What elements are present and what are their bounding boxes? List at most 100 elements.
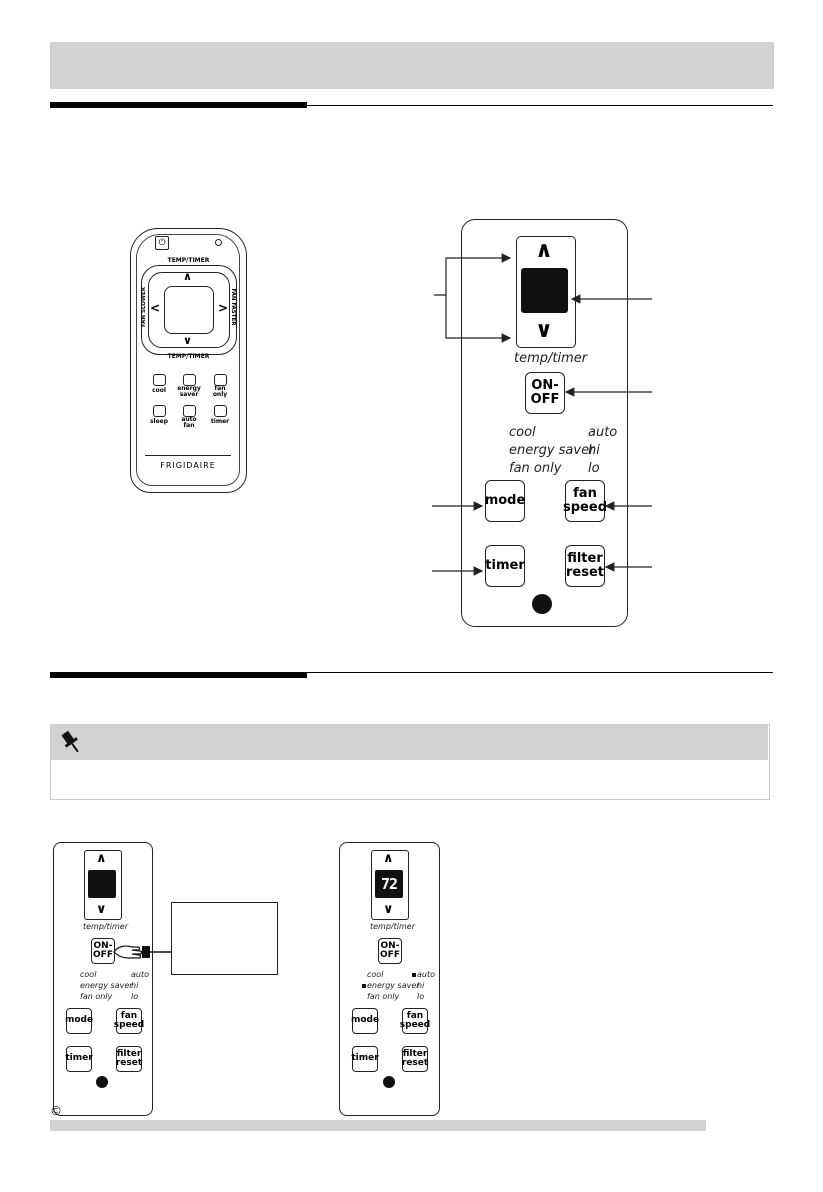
small-right-filter-reset-button[interactable]: filter reset [402, 1046, 428, 1072]
section-rule-thick-2 [50, 672, 307, 678]
brand-logo: FRIGIDAIRE [160, 461, 216, 470]
remote-button-fan-only-label: fan only [212, 385, 228, 399]
small-right-filter-2: reset [401, 1058, 429, 1068]
filter-reset-label-1: filter [567, 551, 603, 567]
small-left-mode-energy: energy saver [80, 981, 133, 990]
small-right-mode-button[interactable]: mode [351, 1008, 379, 1034]
remote-button-auto-fan[interactable] [183, 405, 196, 417]
remote-button-sleep[interactable] [153, 405, 166, 417]
small-left-timer-button[interactable]: timer [65, 1046, 93, 1072]
small-left-fan-1: fan [120, 1010, 138, 1021]
power-button[interactable]: ⏻ [155, 236, 169, 250]
small-right-timer-button[interactable]: timer [351, 1046, 379, 1072]
remote-center-button[interactable] [164, 286, 214, 334]
small-right-mode-cool: cool [367, 970, 384, 979]
remote-sensor [532, 594, 552, 614]
small-left-temp-control [84, 850, 122, 920]
small-left-filter-2: reset [115, 1058, 143, 1068]
small-left-mode-cool: cool [80, 970, 97, 979]
small-right-fan-speed-button[interactable]: fan speed [399, 1008, 431, 1034]
mode-option-cool: cool [509, 425, 536, 440]
auto-fan-indicator [412, 973, 416, 977]
remote-button-auto-fan-label: auto fan [181, 416, 197, 430]
small-right-mode-fan-only: fan only [367, 992, 400, 1001]
remote-temp-timer-bottom: TEMP/TIMER [167, 353, 210, 360]
display-screen [521, 268, 568, 313]
remote-temp-timer-top: TEMP/TIMER [167, 257, 210, 264]
remote-button-cool-label: cool [152, 387, 166, 394]
filter-reset-button[interactable]: filter reset [565, 545, 605, 587]
remote-button-cool[interactable] [153, 374, 166, 386]
indicator-light [215, 239, 222, 246]
small-left-temp-timer-label: temp/timer [83, 922, 128, 931]
small-right-on-off-2: OFF [380, 950, 400, 960]
remote-button-energy-saver-label: energy saver [177, 385, 201, 399]
temp-down-icon[interactable]: ∨ [535, 318, 553, 343]
fan-slower-label: FAN SLOWER [141, 287, 147, 327]
fan-speed-label-2: speed [563, 500, 607, 515]
remote-button-fan-only[interactable] [214, 374, 227, 386]
on-off-label-1: ON- [531, 378, 559, 394]
small-left-filter-reset-button[interactable]: filter reset [116, 1046, 142, 1072]
small-left-on-off-button[interactable]: ON- OFF [91, 938, 115, 964]
right-arrow-icon[interactable]: > [218, 301, 229, 315]
section-rule-thick [50, 102, 307, 108]
pushpin-icon [61, 731, 79, 753]
remote-button-energy-saver[interactable] [183, 374, 196, 386]
small-right-on-off-button[interactable]: ON- OFF [378, 938, 402, 964]
section-rule-thin-2 [307, 672, 773, 673]
fan-option-hi: hi [588, 443, 600, 458]
small-right-fan-2: speed [399, 1020, 431, 1030]
temp-timer-control [516, 236, 576, 348]
small-right-down-icon[interactable]: ∨ [383, 902, 394, 917]
energy-saver-indicator [362, 984, 366, 988]
remote-control: ⏻ TEMP/TIMER ∧ ∨ < > FAN SLOWER FAN FAST… [130, 228, 247, 493]
small-left-on-off-2: OFF [93, 950, 113, 960]
remote-dpad: ∧ ∨ < > [141, 265, 237, 355]
small-right-fan-lo: lo [417, 992, 425, 1001]
up-arrow-icon[interactable]: ∧ [183, 270, 192, 283]
temp-up-icon[interactable]: ∧ [535, 238, 553, 263]
small-left-mode-fan-only: fan only [80, 992, 113, 1001]
small-left-fan-lo: lo [131, 992, 139, 1001]
small-left-fan-speed-button[interactable]: fan speed [114, 1008, 144, 1034]
callout-arrows [432, 253, 652, 576]
fan-faster-label: FAN FASTER [230, 288, 236, 326]
small-right-temp-control [371, 850, 409, 920]
small-right-display-value: 72 [380, 875, 398, 893]
small-right-fan-hi: hi [417, 981, 425, 990]
small-left-up-icon[interactable]: ∧ [96, 851, 107, 866]
note-header [50, 724, 768, 760]
small-left-mode-button[interactable]: mode [65, 1008, 93, 1034]
section-rule-thin [307, 105, 773, 106]
small-right-fan-1: fan [406, 1010, 424, 1021]
small-left-filter-1: filter [116, 1048, 142, 1059]
remote-button-sleep-label: sleep [149, 418, 169, 425]
temp-timer-label: temp/timer [514, 351, 588, 366]
left-arrow-icon[interactable]: < [150, 301, 161, 315]
timer-button[interactable]: timer [485, 545, 525, 587]
mode-button[interactable]: mode [485, 480, 525, 522]
small-left-fan-hi: hi [131, 981, 139, 990]
pointing-hand-icon [113, 945, 172, 959]
small-right-filter-1: filter [402, 1048, 428, 1059]
small-left-down-icon[interactable]: ∨ [96, 902, 107, 917]
power-icon: ⏻ [158, 238, 166, 248]
small-left-fan-auto: auto [131, 970, 150, 979]
mode-option-energy-saver: energy saver [509, 443, 595, 458]
fan-option-lo: lo [588, 461, 600, 476]
small-left-on-off-1: ON- [93, 940, 113, 951]
fan-option-auto: auto [588, 425, 618, 440]
footer-bar [50, 1120, 706, 1131]
remote-button-timer-label: timer [210, 418, 230, 425]
remote-button-timer[interactable] [214, 405, 227, 417]
small-right-temp-timer-label: temp/timer [370, 922, 415, 931]
down-arrow-icon[interactable]: ∨ [183, 334, 192, 347]
fan-speed-label-1: fan [573, 486, 597, 502]
small-right-sensor [383, 1076, 395, 1088]
on-off-button[interactable]: ON- OFF [525, 372, 565, 414]
small-right-up-icon[interactable]: ∧ [383, 851, 394, 866]
small-right-display: 72 [375, 870, 403, 898]
on-off-label-2: OFF [530, 392, 560, 407]
fan-speed-button[interactable]: fan speed [563, 480, 607, 522]
